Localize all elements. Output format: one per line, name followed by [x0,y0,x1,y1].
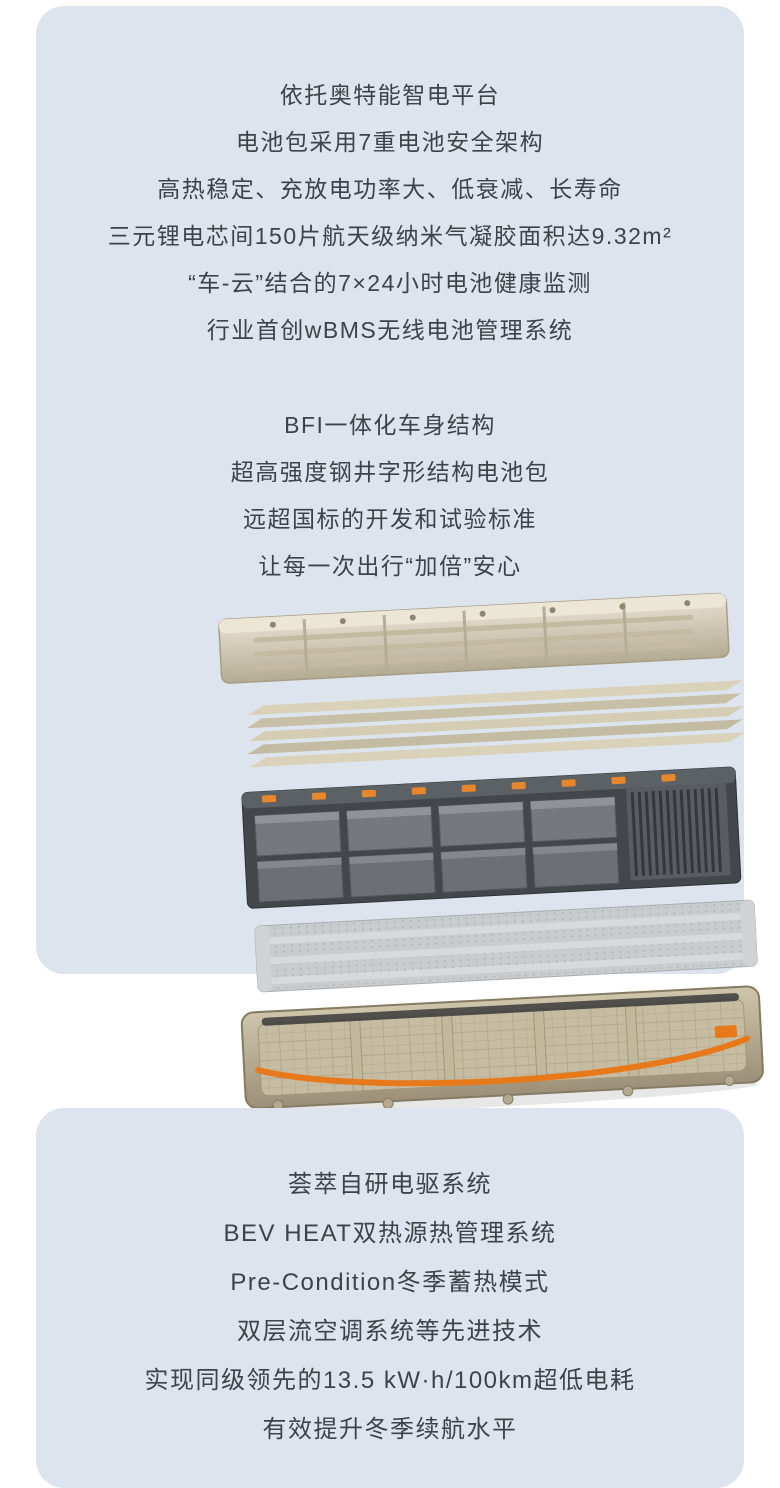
text-line: 依托奥特能智电平台 [279,82,501,108]
text-line: 远超国标的开发和试验标准 [243,506,537,532]
aerogel-sheet-layer [246,680,746,768]
bottom-tray-layer [240,985,764,1114]
text-line: 让每一次出行“加倍”安心 [258,553,522,579]
text-line: 有效提升冬季续航水平 [262,1416,518,1443]
text-line: 双层流空调系统等先进技术 [237,1318,543,1345]
cooling-plate-layer [254,899,758,993]
battery-module-layer [241,766,742,909]
text-line: 行业首创wBMS无线电池管理系统 [206,317,574,343]
bottom-info-card: 荟萃自研电驱系统 BEV HEAT双热源热管理系统 Pre-Condition冬… [36,1108,744,1488]
text-line: 实现同级领先的13.5 kW·h/100km超低电耗 [144,1367,636,1394]
thermal-system-text-block: 荟萃自研电驱系统 BEV HEAT双热源热管理系统 Pre-Condition冬… [36,1108,744,1454]
text-line: BEV HEAT双热源热管理系统 [223,1220,557,1247]
text-line: Pre-Condition冬季蓄热模式 [230,1269,550,1296]
body-structure-text-block: BFI一体化车身结构 超高强度钢井字形结构电池包 远超国标的开发和试验标准 让每… [36,354,744,590]
text-line: “车-云”结合的7×24小时电池健康监测 [188,270,592,296]
battery-safety-text-block: 依托奥特能智电平台 电池包采用7重电池安全架构 高热稳定、充放电功率大、低衰减、… [36,6,744,354]
text-line: BFI一体化车身结构 [284,412,496,438]
battery-pack-exploded-svg [218,592,764,1114]
text-line: 高热稳定、充放电功率大、低衰减、长寿命 [157,176,623,202]
text-line: 三元锂电芯间150片航天级纳米气凝胶面积达9.32m² [107,223,673,249]
text-line: 超高强度钢井字形结构电池包 [230,459,550,485]
text-line: 荟萃自研电驱系统 [288,1171,492,1198]
text-line: 电池包采用7重电池安全架构 [235,129,545,155]
battery-pack-exploded-image [205,590,765,1114]
top-cover-layer [218,592,730,684]
orange-cable [255,1035,751,1087]
